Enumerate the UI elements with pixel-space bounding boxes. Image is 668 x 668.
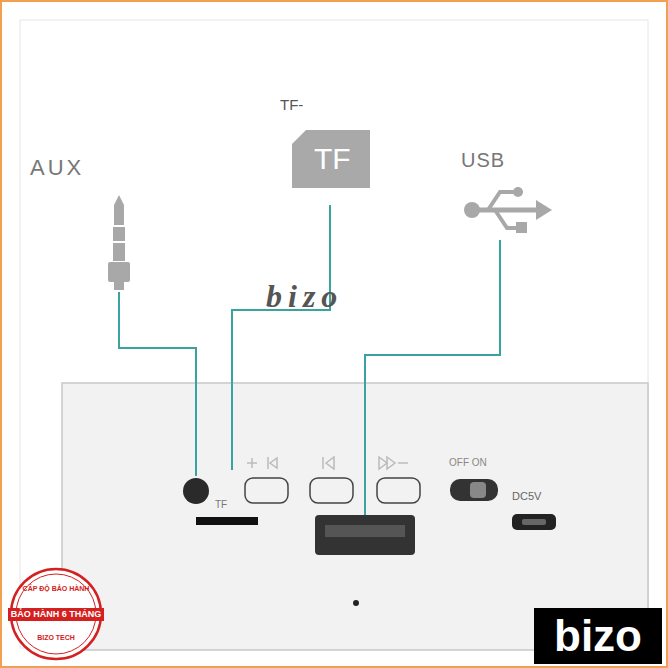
aux-jack (183, 478, 209, 504)
switch-knob (470, 482, 486, 498)
dc-port (512, 514, 556, 530)
watermark: bizo (266, 280, 343, 312)
node-text: DC5V (512, 491, 541, 502)
brand-logo: bizo (534, 608, 662, 664)
node-text: BIZO TECH (37, 634, 75, 641)
aux-plug-icon (108, 195, 130, 290)
mic-hole (353, 600, 359, 606)
buttons (245, 478, 420, 503)
node-text: TF (215, 500, 227, 510)
node-text: TF (314, 144, 351, 174)
node-text: bizo (554, 614, 642, 658)
leader-lines (119, 205, 500, 515)
node-text: OFF ON (449, 458, 487, 468)
tf-card-icon: TF (292, 130, 370, 188)
port-label: USB (461, 150, 505, 170)
power-switch (450, 479, 498, 501)
port-label: TF- (280, 97, 303, 112)
usb-symbol (464, 187, 552, 233)
usb-port-inner (325, 525, 405, 537)
node-text: CẤP ĐỘ BẢO HÀNH (23, 585, 90, 592)
dc-port-inner (522, 519, 546, 525)
port-label: AUX (30, 157, 84, 179)
usb-port (315, 515, 415, 555)
tf-slot (196, 517, 258, 525)
warranty-stamp: CẤP ĐỘ BẢO HÀNH BẢO HÀNH 6 THÁNG BIZO TECH (4, 566, 108, 662)
node-text: BẢO HÀNH 6 THÁNG (8, 608, 105, 621)
button-icons (247, 457, 408, 469)
